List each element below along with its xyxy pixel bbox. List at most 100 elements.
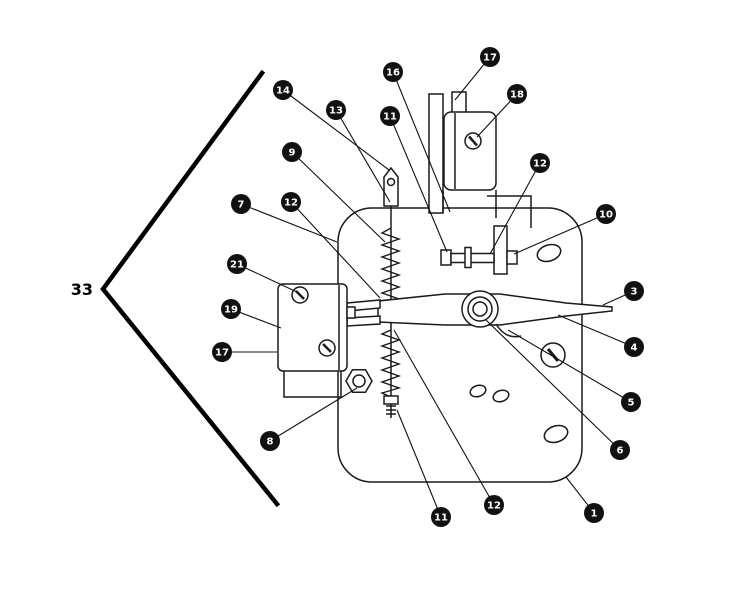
callout-balloon bbox=[624, 281, 644, 301]
callout-number: 6 bbox=[617, 446, 624, 457]
left-switch-screw-top-slot bbox=[295, 290, 305, 300]
plate-holes bbox=[469, 243, 569, 444]
callout-number: 1 bbox=[591, 509, 598, 520]
callout-leader bbox=[335, 109, 391, 203]
callout-8: 8 bbox=[260, 431, 280, 451]
callout-balloon bbox=[260, 431, 280, 451]
rod-adjuster-nut bbox=[383, 395, 399, 405]
callout-number: 21 bbox=[230, 260, 244, 271]
callout-balloon bbox=[282, 142, 302, 162]
callout-13: 13 bbox=[326, 100, 346, 120]
callout-number: 13 bbox=[329, 106, 343, 117]
callout-1: 1 bbox=[584, 503, 604, 523]
callout-12: 12 bbox=[530, 153, 550, 173]
callout-leader bbox=[269, 387, 358, 442]
callout-leader bbox=[513, 213, 607, 255]
plate-hole-small-left bbox=[469, 384, 487, 398]
clevis bbox=[383, 166, 399, 207]
left-switch-bracket bbox=[283, 371, 342, 398]
callout-leader bbox=[236, 263, 298, 293]
left-switch-assembly bbox=[277, 283, 356, 398]
lever-assembly bbox=[346, 290, 613, 338]
callout-number: 10 bbox=[599, 210, 613, 221]
callout-number: 7 bbox=[238, 200, 245, 211]
callout-number: 17 bbox=[483, 53, 497, 64]
callout-balloon bbox=[484, 495, 504, 515]
callout-number: 16 bbox=[386, 68, 400, 79]
callout-11: 11 bbox=[380, 106, 400, 126]
callout-number: 8 bbox=[267, 437, 274, 448]
callout-balloon bbox=[326, 100, 346, 120]
left-switch-body bbox=[277, 283, 348, 372]
callout-leader bbox=[240, 203, 338, 243]
callouts-layer: 17 16 18 14 13 11 12 9 7 12 10 21 19 17 3 4 5 8 6 11 12 1 bbox=[212, 47, 644, 527]
callout-balloon bbox=[380, 106, 400, 126]
callout-balloon bbox=[530, 153, 550, 173]
callout-number: 12 bbox=[284, 198, 298, 209]
callout-leader bbox=[396, 409, 442, 518]
spring-rod-assembly bbox=[379, 166, 402, 418]
callout-balloon bbox=[221, 299, 241, 319]
callout-balloon bbox=[231, 194, 251, 214]
callout-balloon bbox=[621, 392, 641, 412]
callout-18: 18 bbox=[507, 84, 527, 104]
callout-number: 18 bbox=[510, 90, 524, 101]
callout-17: 17 bbox=[480, 47, 500, 67]
callout-number: 14 bbox=[276, 86, 290, 97]
callout-number: 11 bbox=[434, 513, 448, 524]
callout-number: 11 bbox=[383, 112, 397, 123]
callout-leader bbox=[392, 71, 451, 213]
callout-leader bbox=[485, 319, 621, 451]
assembly-drawing bbox=[277, 91, 613, 483]
left-switch-screw-bottom-slot bbox=[322, 343, 332, 353]
upper-switch-screw-slot bbox=[468, 135, 478, 147]
callout-leader bbox=[389, 115, 448, 253]
pivot-mid bbox=[467, 296, 493, 322]
pivot-inner bbox=[472, 301, 488, 317]
callout-leader bbox=[290, 201, 381, 299]
left-switch-plunger bbox=[346, 306, 356, 319]
bolt-nut bbox=[506, 250, 518, 265]
callout-balloon bbox=[507, 84, 527, 104]
callout-balloon bbox=[480, 47, 500, 67]
callout-number: 12 bbox=[487, 501, 501, 512]
callout-12: 12 bbox=[484, 495, 504, 515]
callout-number: 3 bbox=[631, 287, 638, 298]
bolt-mount-bracket bbox=[493, 225, 508, 275]
figure-number: 33 bbox=[71, 280, 93, 299]
callout-balloon bbox=[610, 440, 630, 460]
callout-4: 4 bbox=[624, 337, 644, 357]
adjustment-bolt bbox=[440, 246, 518, 269]
plate-hole-small-right bbox=[492, 389, 510, 403]
callout-leader bbox=[507, 329, 632, 403]
callout-leader bbox=[489, 162, 541, 255]
group-reference-bracket bbox=[100, 69, 281, 508]
plate-hole-bottom-right bbox=[543, 424, 569, 444]
callout-3: 3 bbox=[624, 281, 644, 301]
bolt-head bbox=[440, 249, 452, 266]
callout-9: 9 bbox=[282, 142, 302, 162]
hex-nut-body bbox=[345, 368, 373, 394]
callout-balloon bbox=[273, 80, 293, 100]
callout-5: 5 bbox=[621, 392, 641, 412]
callout-number: 12 bbox=[533, 159, 547, 170]
callout-number: 4 bbox=[631, 343, 638, 354]
callout-leader bbox=[557, 314, 635, 348]
callout-leader bbox=[282, 89, 390, 171]
callout-19: 19 bbox=[221, 299, 241, 319]
callout-16: 16 bbox=[383, 62, 403, 82]
upper-switch-body bbox=[443, 111, 497, 191]
callout-number: 9 bbox=[289, 148, 296, 159]
callout-balloon bbox=[383, 62, 403, 82]
callout-21: 21 bbox=[227, 254, 247, 274]
callout-balloon bbox=[281, 192, 301, 212]
callout-11: 11 bbox=[431, 507, 451, 527]
callout-balloon bbox=[212, 342, 232, 362]
callout-17: 17 bbox=[212, 342, 232, 362]
hex-nut-hole bbox=[352, 374, 366, 388]
hex-nut bbox=[345, 368, 373, 394]
callout-12: 12 bbox=[281, 192, 301, 212]
plate-screw-slot bbox=[546, 348, 560, 362]
callout-number: 19 bbox=[224, 305, 238, 316]
